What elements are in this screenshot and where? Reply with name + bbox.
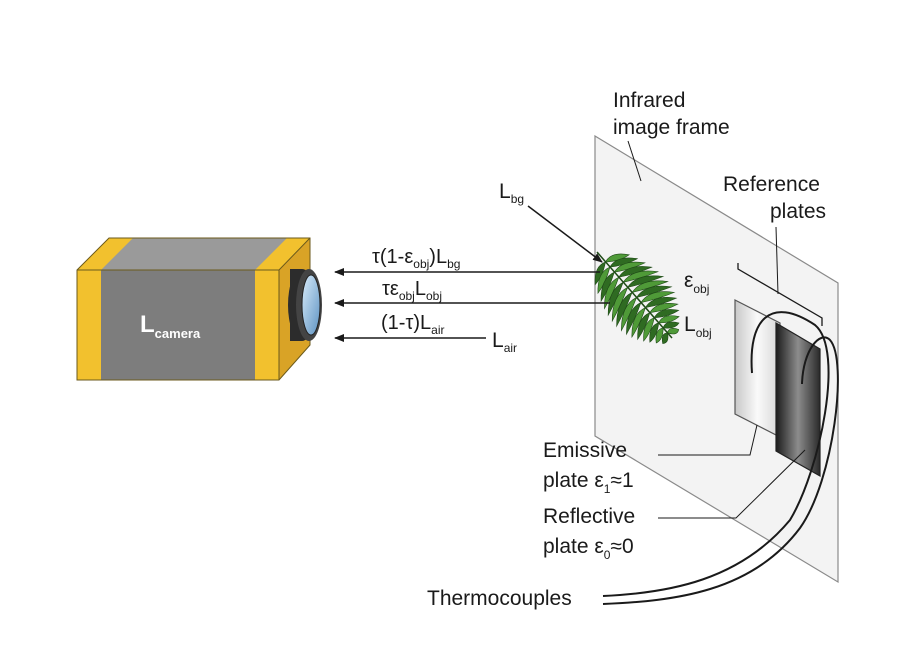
leaflet (600, 271, 615, 303)
ray-air-part: air (431, 323, 444, 337)
image-frame-plane (594, 134, 839, 584)
ray-lbg-incoming (527, 205, 603, 263)
ir-camera: Lcamera (76, 237, 322, 381)
symbol-l-obj: Lobj (684, 313, 712, 340)
ray-label-air: (1-τ)Lair (381, 312, 444, 337)
leaflet (626, 301, 642, 336)
infrared-frame-leader (627, 140, 642, 182)
camera-outline (76, 237, 311, 381)
leaflet (621, 296, 638, 332)
leaflet (655, 327, 664, 344)
lens-glass (301, 274, 321, 336)
label-reflective-plate: Reflective plate ε0≈0 (543, 505, 641, 562)
leaflet (661, 332, 669, 344)
leaflet (644, 297, 678, 309)
leaflet (604, 276, 620, 310)
camera-band-right (255, 270, 279, 380)
leaflet (643, 317, 655, 342)
leaflet (613, 261, 646, 273)
symbol-eps-obj: εobj (684, 269, 709, 296)
leaflet (607, 281, 624, 317)
leaflet (626, 275, 665, 288)
ray-background-part: obj (413, 257, 429, 271)
leaflet (662, 321, 680, 329)
symbol-l-bg: Lbg (499, 180, 524, 206)
leaflet (653, 309, 680, 319)
emissive-leader (658, 424, 758, 456)
ray-background-part: bg (447, 257, 460, 271)
leaflet (622, 270, 659, 283)
reflective-leader (658, 449, 806, 519)
ray-background-part: τ(1-ε (372, 246, 413, 268)
leaflet (649, 322, 660, 343)
camera-band-left (77, 270, 101, 380)
label-emissive-plate: Emissive plate ε1≈1 (543, 439, 634, 496)
ray-object-part: obj (399, 289, 415, 303)
leaflet (640, 291, 676, 304)
leaflet (667, 328, 680, 335)
camera-top-band-right (255, 238, 310, 270)
label-reference-plates: Reference plates (723, 173, 826, 223)
ray-label-object: τεobjLobj (382, 278, 442, 303)
leaflet (594, 261, 606, 286)
ray-air-part: (1-τ)L (381, 312, 431, 334)
reference-leader (775, 226, 779, 295)
symbol-l-air: Lair (492, 329, 517, 355)
reflective-plate (775, 321, 821, 478)
leaf-object (594, 251, 680, 344)
leaflet (604, 253, 630, 263)
thermocouple-wire-2 (602, 336, 839, 605)
leaflet (631, 307, 646, 339)
leaflet (618, 266, 653, 278)
camera-top-face (77, 238, 310, 270)
leaflet (597, 266, 611, 295)
leaflet (611, 286, 629, 323)
camera-front-face (77, 270, 279, 380)
leaflet (637, 312, 651, 341)
label-infrared-frame: Infrared image frame (613, 89, 730, 139)
leaflet (631, 280, 669, 293)
leaflet (635, 285, 673, 298)
reference-bracket (737, 263, 823, 326)
leaflet (658, 315, 680, 324)
thermocouple-wire-1 (602, 311, 830, 597)
leaflet (609, 257, 639, 268)
camera-label: Lcamera (140, 311, 201, 341)
ray-label-background: τ(1-εobj)Lbg (372, 246, 460, 271)
leaf-stem (596, 251, 673, 339)
label-thermocouples: Thermocouples (427, 587, 572, 610)
ray-object-part: obj (426, 289, 442, 303)
ray-object-part: L (415, 278, 426, 300)
camera-top-band-left (77, 238, 133, 270)
emissive-plate (734, 299, 781, 438)
leaflet (649, 302, 679, 314)
ray-background-part: )L (429, 246, 447, 268)
leaflet (616, 291, 633, 328)
ray-object-part: τε (382, 278, 399, 300)
